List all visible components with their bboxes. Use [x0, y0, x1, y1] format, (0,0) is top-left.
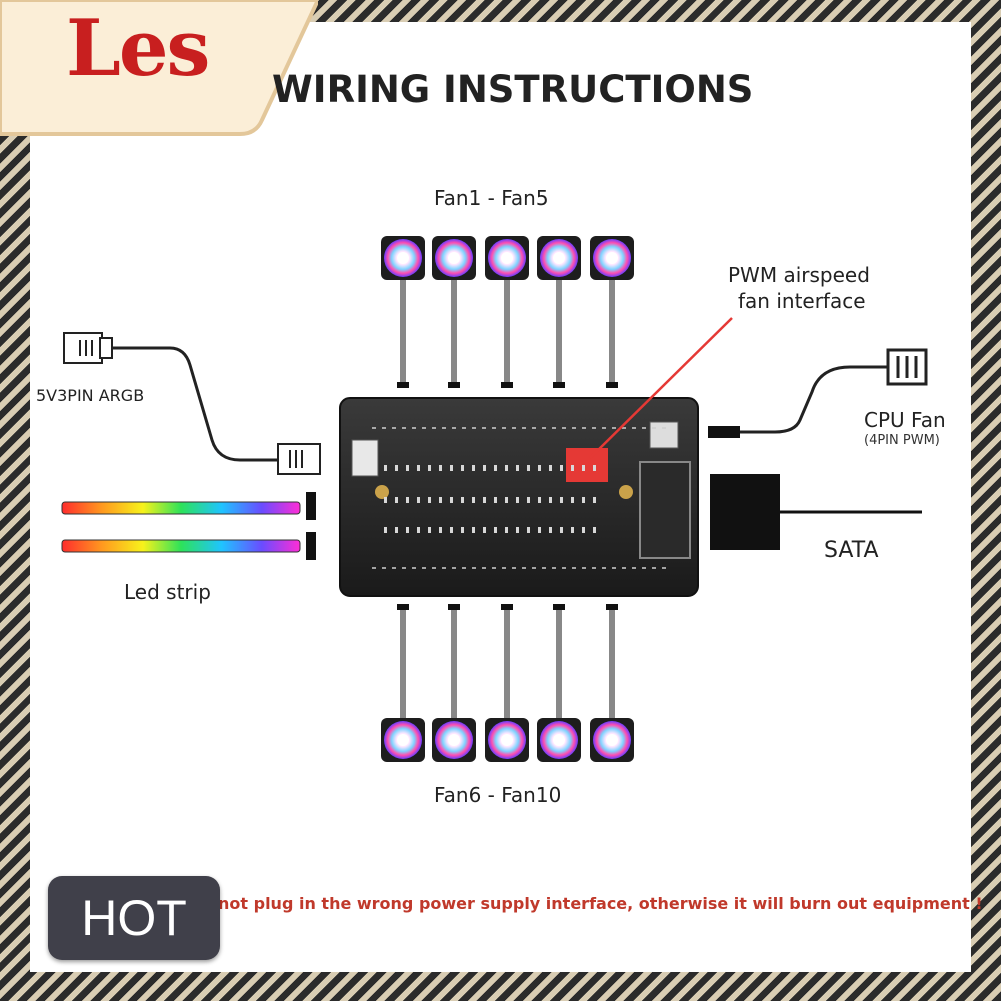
- argb-label: 5V3PIN ARGB: [36, 386, 145, 405]
- sata-label: SATA: [824, 538, 879, 563]
- fan-icon: [537, 718, 581, 762]
- fan-icon: [432, 236, 476, 280]
- fan-plug: [397, 382, 409, 388]
- cpu-fan-label: CPU Fan: [864, 408, 946, 432]
- fan-plug: [553, 604, 565, 610]
- fan-icon: [485, 718, 529, 762]
- fans-top-label: Fan1 - Fan5: [434, 186, 549, 210]
- brand-banner: Les: [0, 0, 321, 138]
- fan-group: [381, 236, 634, 762]
- led-strip-icon: [61, 492, 316, 560]
- fan-icon: [432, 718, 476, 762]
- argb-connector-icon: [63, 332, 321, 475]
- fan-plug: [501, 382, 513, 388]
- cpu-fan-sub-label: (4PIN PWM): [864, 433, 940, 448]
- hot-badge[interactable]: HOT: [48, 876, 220, 960]
- page-title: WIRING INSTRUCTIONS: [272, 68, 754, 111]
- pwm-pointer-line: [589, 317, 733, 459]
- fan-plug: [606, 382, 618, 388]
- fan-icon: [485, 236, 529, 280]
- fan-plug: [501, 604, 513, 610]
- fan-icon: [590, 236, 634, 280]
- led-strip-label: Led strip: [124, 580, 211, 604]
- sata-connector-icon: [710, 474, 922, 550]
- fans-bottom-label: Fan6 - Fan10: [434, 783, 562, 807]
- warning-text: do not plug in the wrong power supply in…: [190, 894, 983, 913]
- pwm-label-line1: PWM airspeed: [728, 263, 870, 287]
- brand-logo-text: Les: [66, 3, 210, 94]
- pwm-label-line2: fan interface: [738, 289, 866, 313]
- hub-board-icon: [339, 397, 699, 597]
- fan-icon: [590, 718, 634, 762]
- fan-plug: [397, 604, 409, 610]
- fan-plug: [448, 604, 460, 610]
- fan-icon: [537, 236, 581, 280]
- fan-plug: [606, 604, 618, 610]
- fan-plug: [448, 382, 460, 388]
- fan-icon: [381, 236, 425, 280]
- hot-badge-label: HOT: [81, 890, 187, 946]
- fan-icon: [381, 718, 425, 762]
- brand-banner-shape: [0, 0, 321, 136]
- pwm-interface-label: PWM airspeed fan interface: [728, 262, 870, 314]
- fan-plug: [553, 382, 565, 388]
- cpu-fan-connector-icon: [708, 348, 928, 438]
